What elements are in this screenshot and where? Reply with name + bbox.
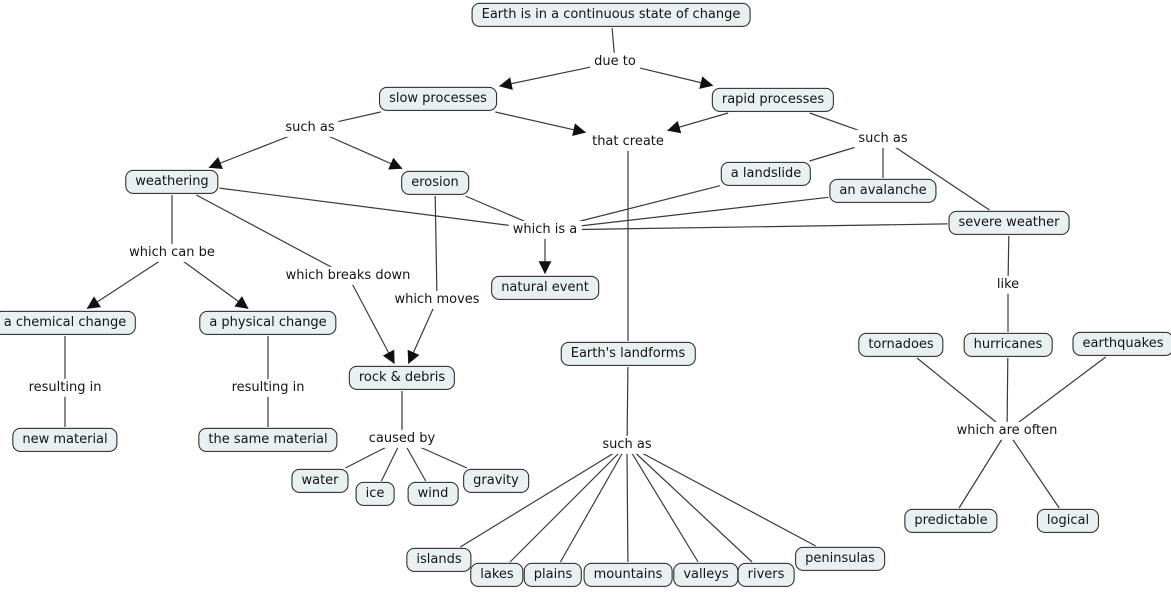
edge-line [323,133,403,170]
edge-line [86,258,164,310]
severe-weather-concept[interactable]: severe weather [948,210,1070,236]
edge-line [350,281,395,365]
edge-line [630,450,699,563]
edge-line [1006,357,1009,426]
edge-line [179,258,249,309]
edge-line [407,305,435,365]
hurricanes-concept[interactable]: hurricanes [963,332,1053,358]
which-can-be-link-label[interactable]: which can be [125,243,219,263]
edge-line [219,187,512,227]
edge-line [465,195,532,225]
rivers-concept[interactable]: rivers [737,562,795,588]
edge-line [578,196,829,227]
slow-processes-concept[interactable]: slow processes [379,86,497,112]
edge-line [611,27,616,57]
edge-line [809,112,867,134]
the-same-material-concept[interactable]: the same material [198,427,338,453]
edge-line [809,144,864,162]
edge-line [667,112,729,134]
rock-debris-concept[interactable]: rock & debris [348,365,456,391]
caused-by-link-label[interactable]: caused by [364,429,440,449]
edge-line [404,444,427,482]
resulting-in-left-link-label[interactable]: resulting in [24,378,106,398]
edge-line [1007,235,1010,280]
edge-line [208,133,295,170]
which-moves-link-label[interactable]: which moves [390,290,484,310]
that-create-link-label[interactable]: that create [588,132,668,152]
wind-concept[interactable]: wind [407,481,459,507]
gravity-concept[interactable]: gravity [463,468,529,494]
such-as-left-link-label[interactable]: such as [281,118,339,138]
a-chemical-change-concept[interactable]: a chemical change [0,310,137,336]
root-concept[interactable]: Earth is in a continuous state of change [471,2,751,28]
such-as-right-link-label[interactable]: such as [854,129,912,149]
erosion-concept[interactable]: erosion [401,170,469,196]
edge-line [568,185,721,225]
edge-line [345,444,391,469]
edge-line [495,111,587,136]
edge-line [632,450,753,563]
edge-line [1010,436,1060,509]
earths-landforms-concept[interactable]: Earth's landforms [560,341,696,367]
an-avalanche-concept[interactable]: an avalanche [829,178,937,204]
mountains-concept[interactable]: mountains [583,562,673,588]
edge-line [958,436,1004,509]
new-material-concept[interactable]: new material [12,427,118,453]
natural-event-concept[interactable]: natural event [491,275,599,301]
lakes-concept[interactable]: lakes [470,562,524,588]
edge-line [559,450,625,563]
which-is-a-link-label[interactable]: which is a [508,220,582,240]
which-breaks-down-link-label[interactable]: which breaks down [281,266,415,286]
edge-line [498,66,594,90]
edge-line [626,450,629,563]
edge-line [626,366,629,440]
peninsulas-concept[interactable]: peninsulas [795,546,885,572]
edge-line [636,66,714,89]
resulting-in-right-link-label[interactable]: resulting in [227,378,309,398]
edge-line [335,111,381,123]
which-are-often-link-label[interactable]: which are often [952,421,1062,441]
edge-line [1014,356,1107,426]
plains-concept[interactable]: plains [523,562,583,588]
islands-concept[interactable]: islands [406,547,472,573]
ice-concept[interactable]: ice [355,481,395,507]
edge-line [380,444,400,482]
predictable-concept[interactable]: predictable [904,508,998,534]
edge-line [459,450,618,548]
edge-line [415,444,468,469]
tornadoes-concept[interactable]: tornadoes [858,332,944,358]
like-link-label[interactable]: like [992,275,1024,295]
a-physical-change-concept[interactable]: a physical change [199,310,337,336]
weathering-concept[interactable]: weathering [125,169,219,195]
due-to-link-label[interactable]: due to [590,52,640,72]
earthquakes-concept[interactable]: earthquakes [1072,331,1171,357]
edge-line [578,223,948,231]
a-landslide-concept[interactable]: a landslide [720,161,812,187]
water-concept[interactable]: water [291,468,349,494]
rapid-processes-concept[interactable]: rapid processes [711,87,835,113]
edge-line [916,357,1000,426]
edge-line [891,144,990,211]
logical-concept[interactable]: logical [1036,508,1100,534]
edge-line [509,450,622,563]
edge-line [637,450,816,547]
such-as-bottom-link-label[interactable]: such as [598,435,656,455]
edge-line [434,195,438,295]
valleys-concept[interactable]: valleys [673,562,739,588]
edge-line [196,194,338,271]
